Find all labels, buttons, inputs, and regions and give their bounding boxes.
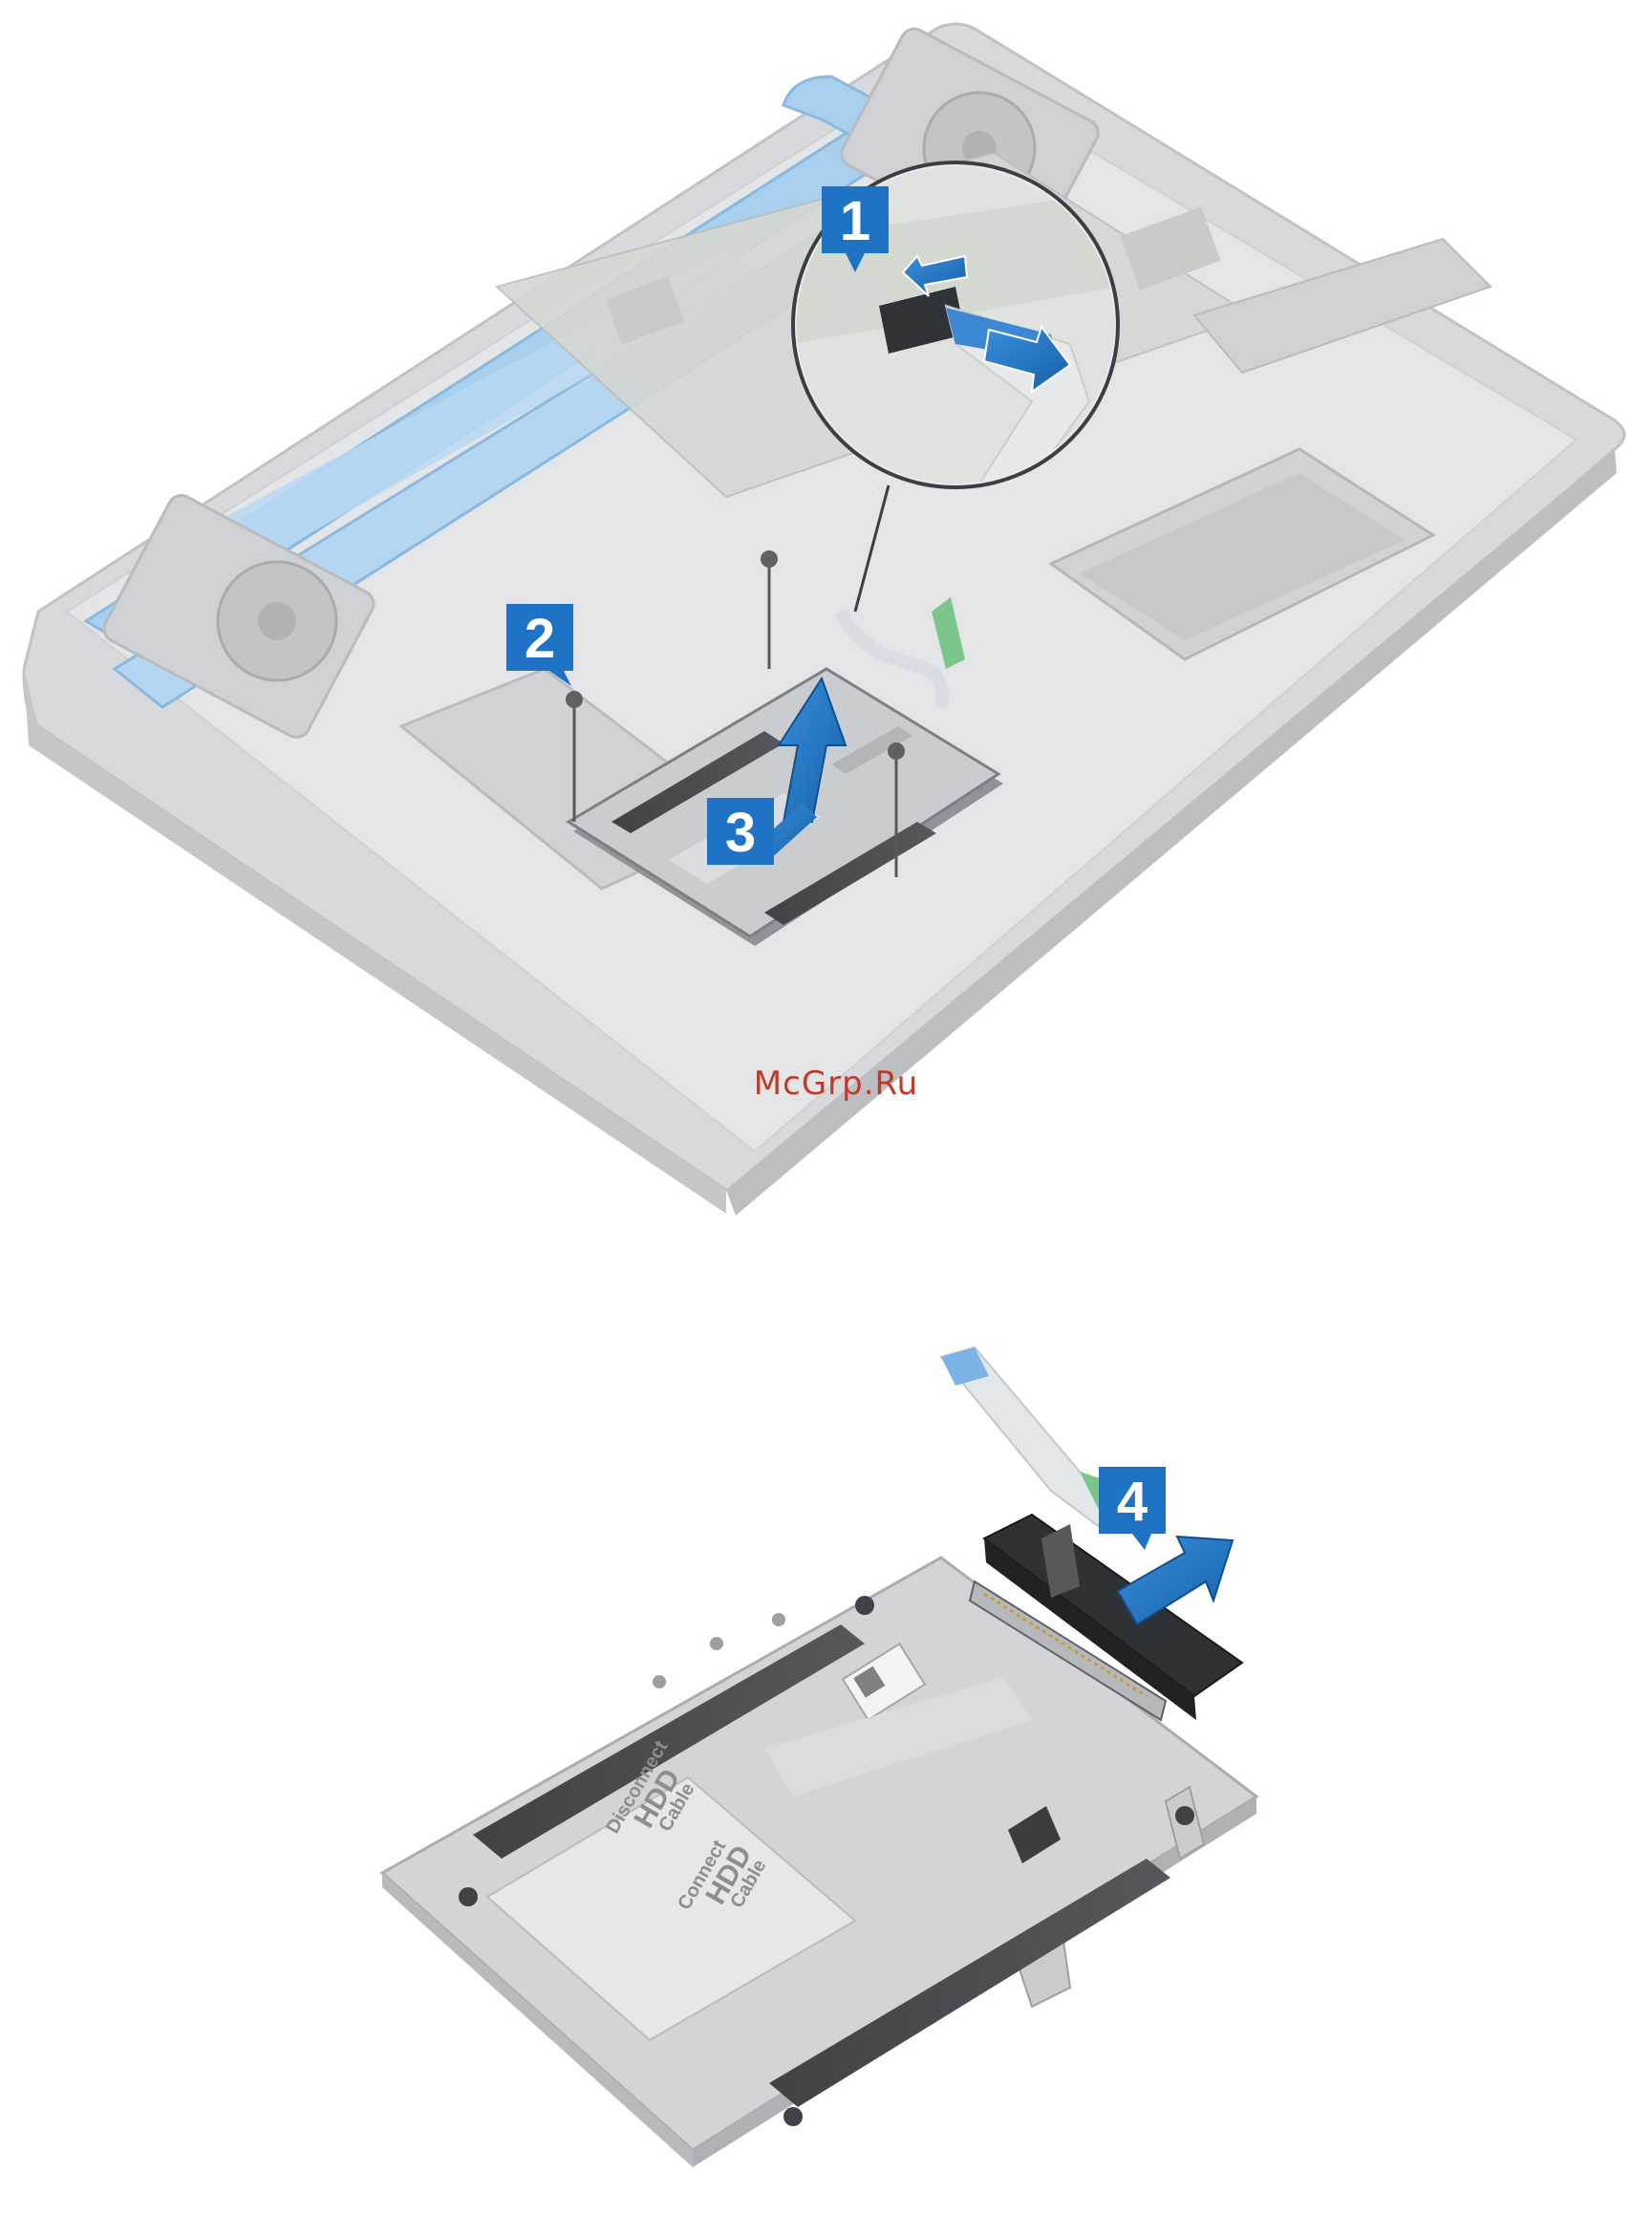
- slide-arrow-icon: [1118, 1537, 1233, 1624]
- watermark-text: McGrp.Ru: [754, 1065, 918, 1103]
- screw-icon: [783, 2107, 803, 2126]
- screw-icon: [1175, 1806, 1194, 1825]
- screw-icon: [710, 1637, 723, 1650]
- callout-3: 3: [707, 798, 774, 865]
- callout-3-label: 3: [725, 802, 756, 864]
- callout-4-label: 4: [1117, 1471, 1148, 1533]
- screw-icon: [855, 1596, 874, 1615]
- callout-2-label: 2: [525, 608, 555, 670]
- screw-icon: [653, 1675, 666, 1689]
- screw-icon: [772, 1613, 785, 1626]
- callout-4: 4: [1099, 1467, 1166, 1550]
- screw-icon: [459, 1887, 478, 1906]
- callout-1-label: 1: [840, 190, 870, 252]
